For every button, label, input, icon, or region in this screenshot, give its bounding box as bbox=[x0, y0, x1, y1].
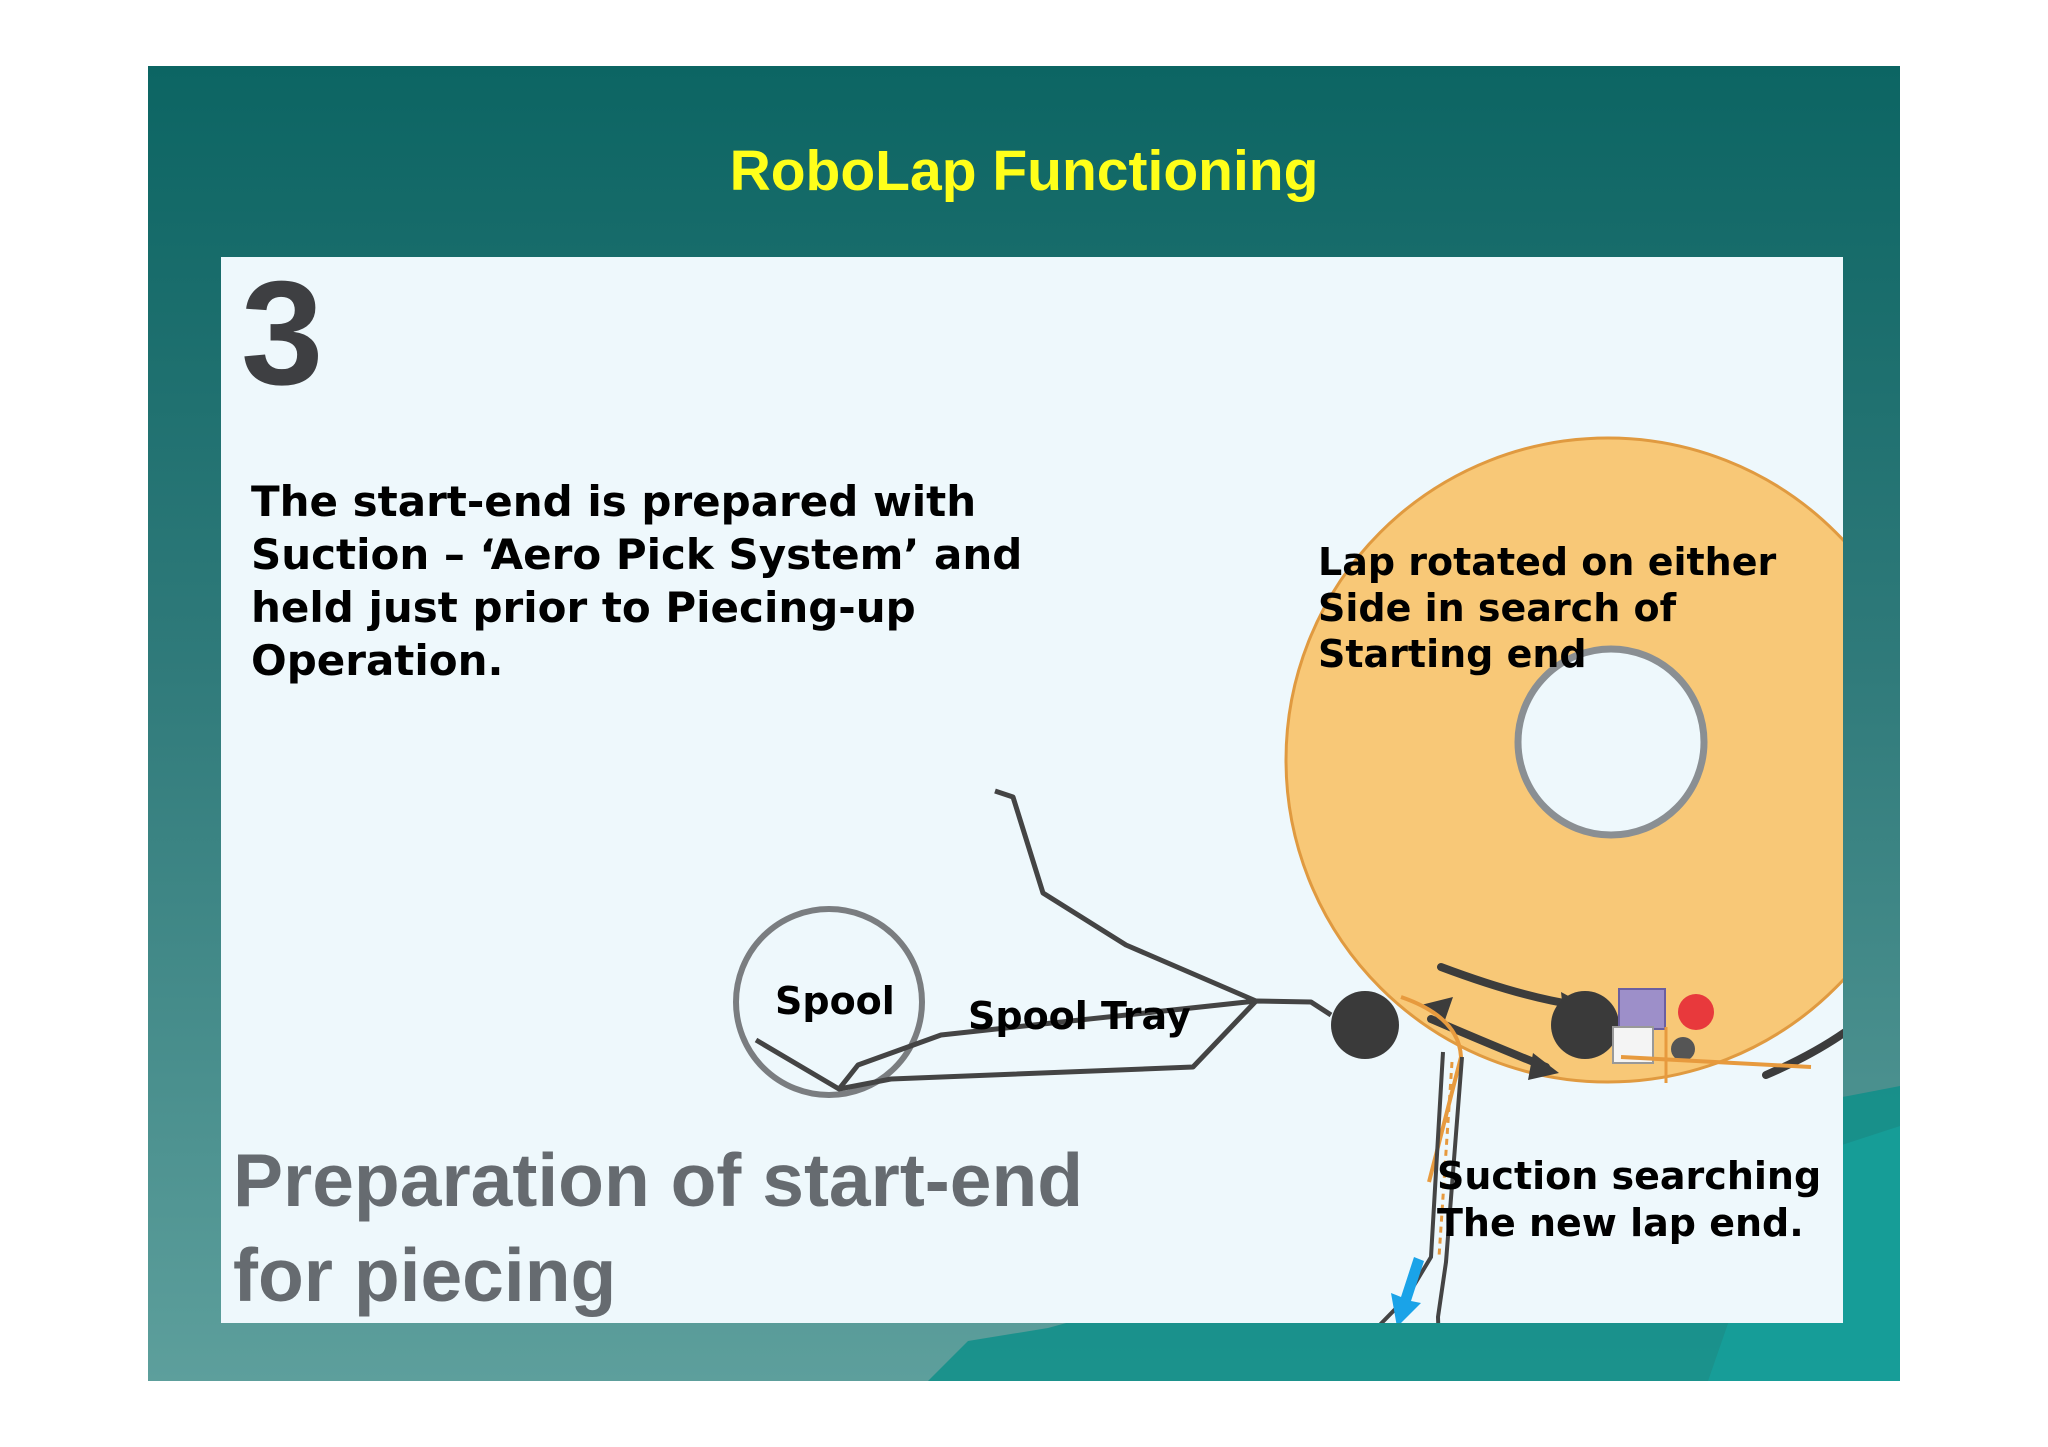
roller-right bbox=[1551, 991, 1619, 1059]
suction-note: Suction searching The new lap end. bbox=[1437, 1154, 1822, 1245]
lap-core bbox=[1514, 645, 1708, 839]
piecing-red-knob bbox=[1678, 994, 1714, 1030]
slide: RoboLap Functioning bbox=[148, 66, 1900, 1381]
lap-rotation-note: Lap rotated on either Side in search of … bbox=[1318, 540, 1777, 676]
spool-tray-label: Spool Tray bbox=[968, 994, 1191, 1038]
suction-nozzle bbox=[1378, 1051, 1445, 1323]
spool-tray bbox=[754, 788, 1259, 1092]
step-number: 3 bbox=[241, 257, 323, 416]
spool-label: Spool bbox=[775, 979, 895, 1023]
rotation-arrow-right-icon bbox=[1762, 1028, 1843, 1079]
lap-end-strand bbox=[1400, 995, 1464, 1183]
roller-left bbox=[1331, 991, 1399, 1059]
spool bbox=[733, 906, 925, 1098]
intro-text: The start-end is prepared with Suction –… bbox=[251, 477, 1023, 685]
piecing-unit bbox=[1618, 988, 1666, 1030]
slide-title: RoboLap Functioning bbox=[729, 139, 1319, 203]
step-caption: Preparation of start-end for piecing bbox=[233, 1138, 1084, 1317]
robolap-diagram bbox=[733, 436, 1843, 1323]
suction-down-arrow-icon bbox=[1391, 1257, 1424, 1323]
diagram-panel: 3 The start-end is prepared with Suction… bbox=[221, 257, 1843, 1323]
